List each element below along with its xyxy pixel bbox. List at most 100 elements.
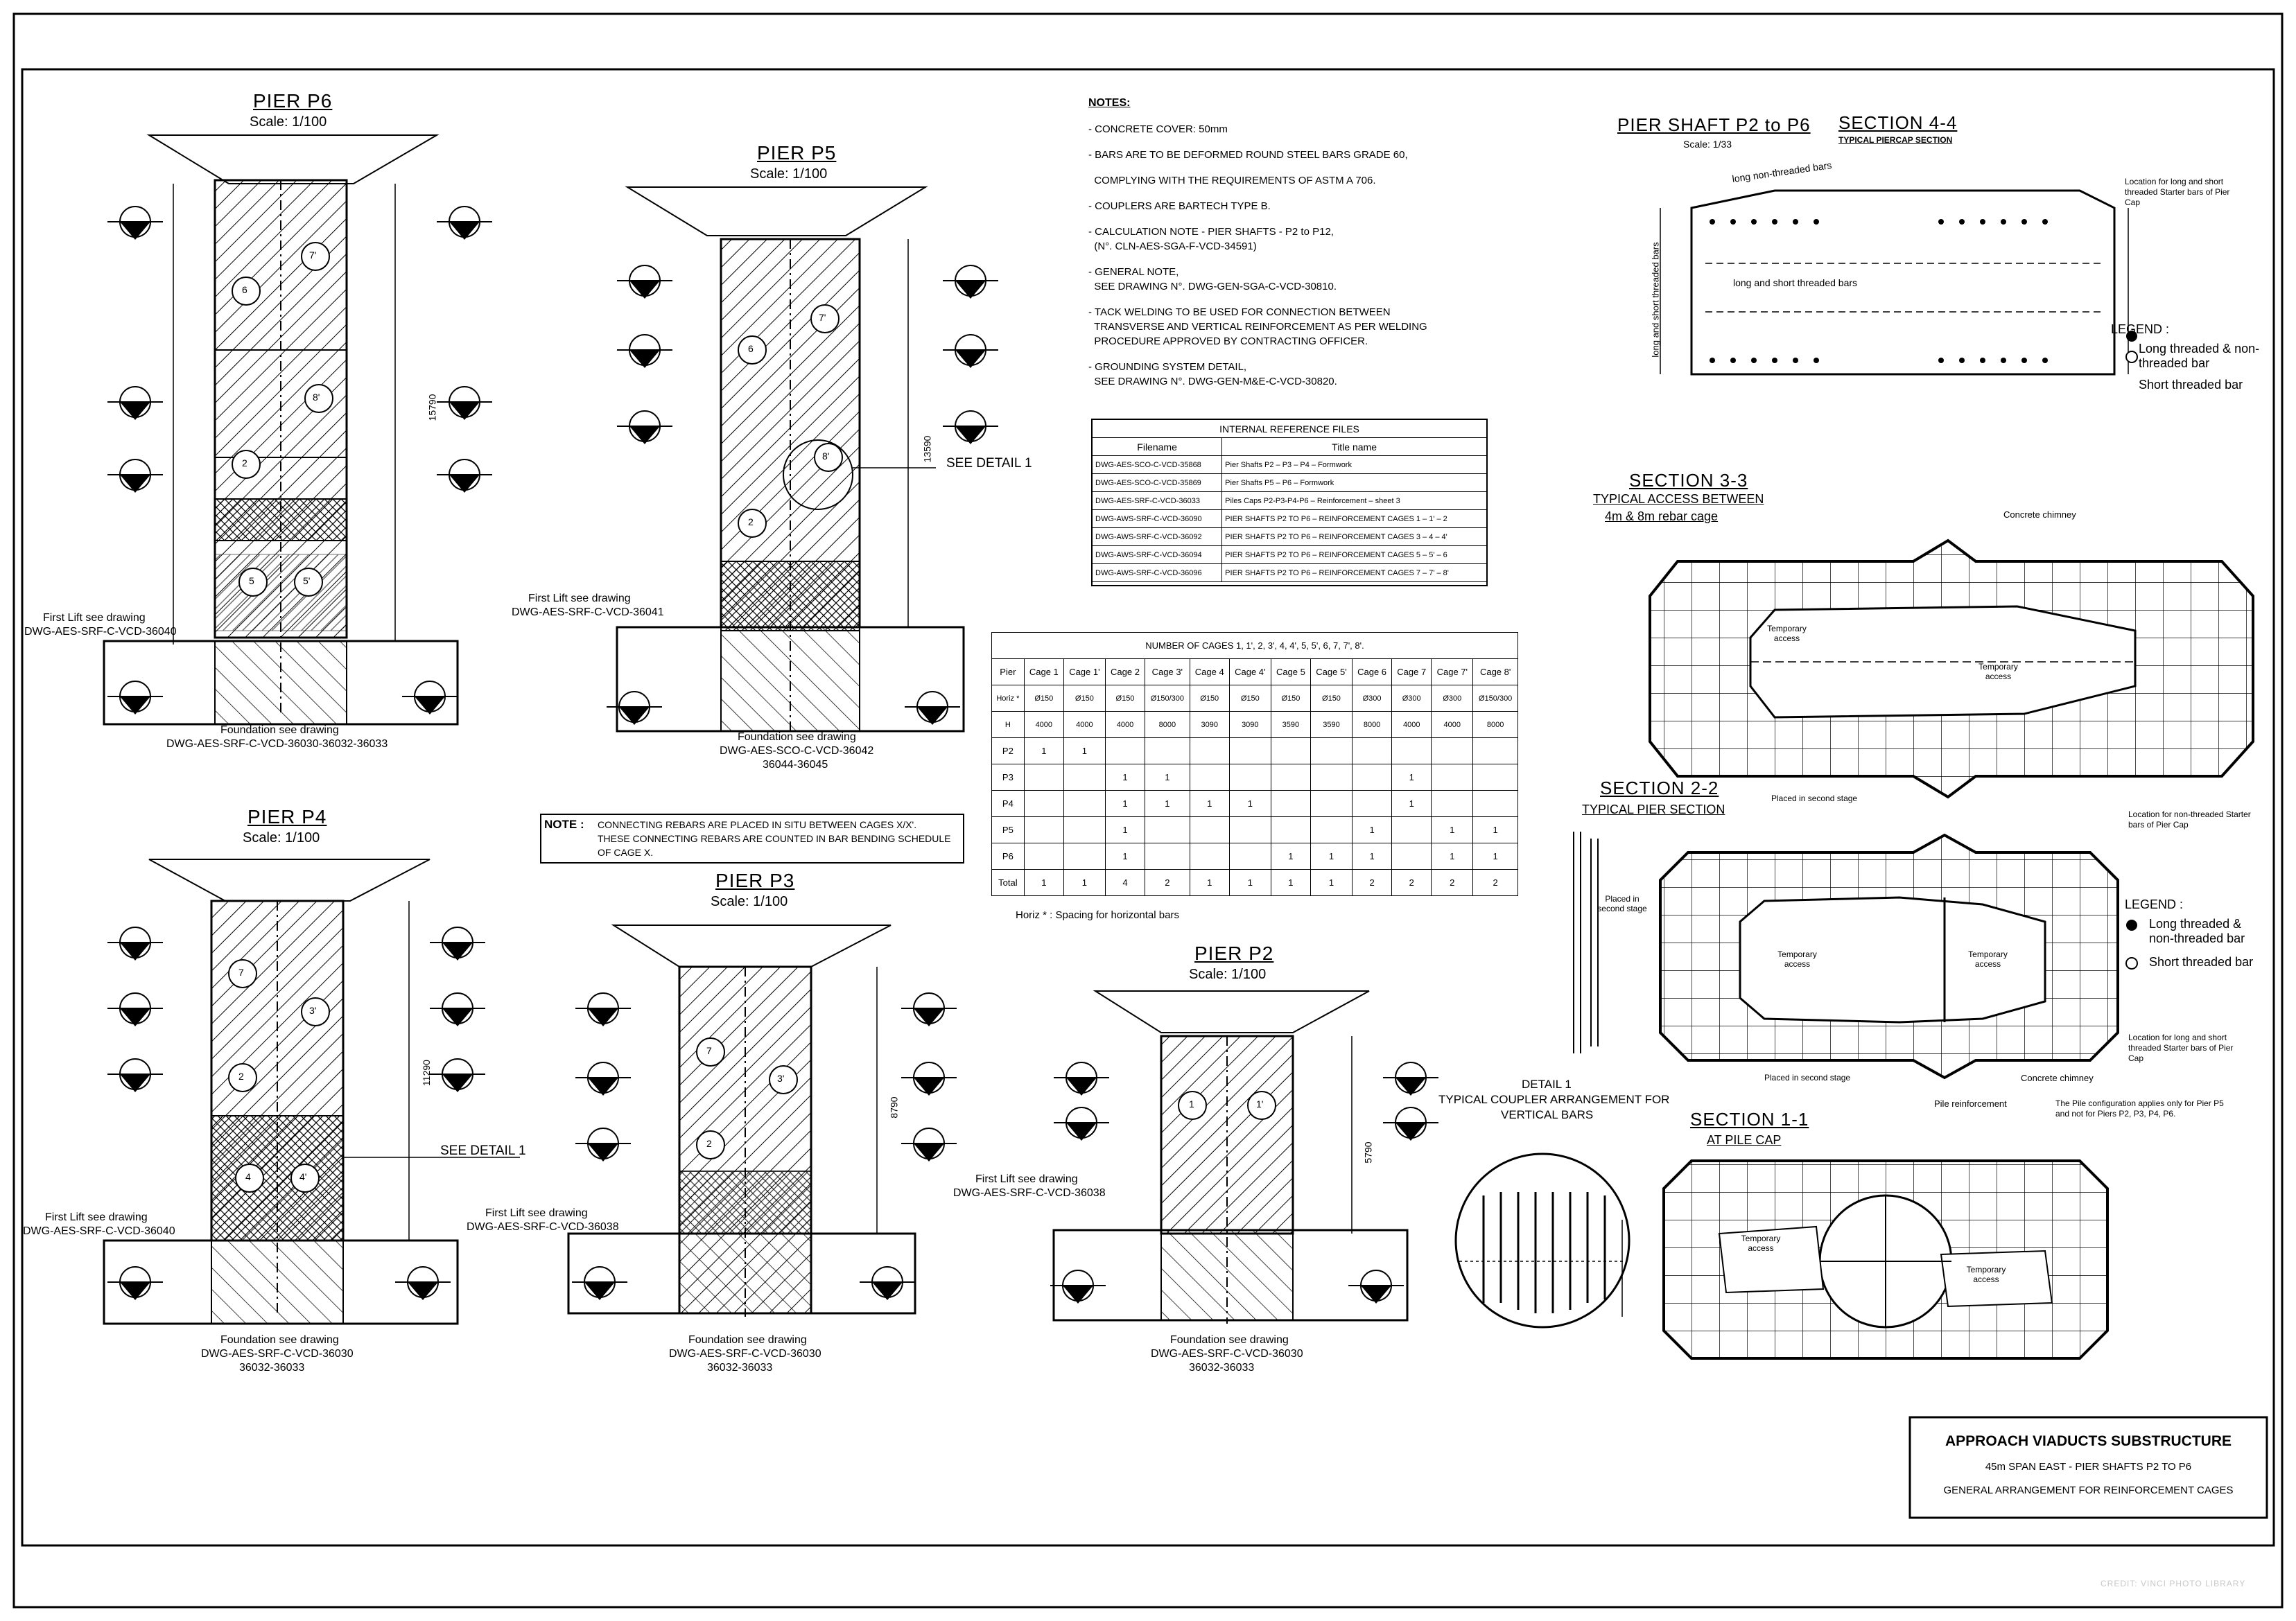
table-cell: Cage 4' xyxy=(1228,658,1271,685)
table-cell xyxy=(1472,764,1518,791)
pier-p6-foundation-ref: DWG-AES-SRF-C-VCD-36030-36032-36033 xyxy=(166,738,388,750)
table-cell: 1 xyxy=(1063,869,1106,896)
ref-col-filename: Filename xyxy=(1091,437,1223,456)
cage-table-heading: NUMBER OF CAGES 1, 1', 2, 3', 4, 4', 5, … xyxy=(991,632,1518,659)
pier-p6-first-lift-label: First Lift see drawing xyxy=(43,612,146,624)
table-cell: 1 xyxy=(1228,869,1271,896)
pier-p5-scale: Scale: 1/100 xyxy=(750,166,828,182)
pier-p3-first-lift-ref: DWG-AES-SRF-C-VCD-36038 xyxy=(467,1221,619,1233)
table-cell xyxy=(1431,764,1474,791)
section-4-4-title1: PIER SHAFT P2 to P6 xyxy=(1617,114,1811,135)
table-cell: Ø150/300 xyxy=(1145,685,1190,712)
s44-note: Location for long and short threaded Sta… xyxy=(2125,177,2230,207)
table-cell: Cage 1' xyxy=(1063,658,1106,685)
table-cell: 1 xyxy=(1431,843,1474,870)
table-cell xyxy=(1189,764,1230,791)
table-cell xyxy=(1228,816,1271,843)
table-cell xyxy=(1270,764,1311,791)
table-cell: Cage 3' xyxy=(1145,658,1190,685)
pier-p6-total-dim: 15790 xyxy=(426,394,438,421)
p3-cage-3p: 3' xyxy=(777,1073,785,1084)
table-cell: Cage 7' xyxy=(1431,658,1474,685)
note-item: PROCEDURE APPROVED BY CONTRACTING OFFICE… xyxy=(1088,335,1368,347)
table-cell xyxy=(1063,764,1106,791)
section-4-4-title2: SECTION 4-4 xyxy=(1838,112,1958,133)
section-4-4-scale: Scale: 1/33 xyxy=(1683,139,1732,150)
section-4-4-sub: TYPICAL PIERCAP SECTION xyxy=(1838,135,1953,145)
table-cell: Cage 5 xyxy=(1270,658,1311,685)
ref-title: Pier Shafts P2 – P3 – P4 – Formwork xyxy=(1221,455,1487,474)
connect-note-text: CONNECTING REBARS ARE PLACED IN SITU BET… xyxy=(598,818,951,859)
cage-table-footnote: Horiz * : Spacing for horizontal bars xyxy=(1016,909,1179,921)
table-cell: P3 xyxy=(991,764,1025,791)
table-cell xyxy=(1228,843,1271,870)
section-1-1-sub: AT PILE CAP xyxy=(1707,1133,1782,1147)
table-cell xyxy=(1228,737,1271,764)
table-cell: Total xyxy=(991,869,1025,896)
table-cell xyxy=(1310,764,1353,791)
pier-p3-scale: Scale: 1/100 xyxy=(711,894,788,909)
table-cell xyxy=(1023,843,1064,870)
section-2-2-sub: TYPICAL PIER SECTION xyxy=(1582,803,1725,816)
table-cell: Ø150 xyxy=(1023,685,1064,712)
connect-note-line: OF CAGE X. xyxy=(598,847,654,858)
ref-title: Pier Shafts P5 – P6 – Formwork xyxy=(1221,473,1487,492)
title-block-frame xyxy=(1908,1416,2268,1519)
table-cell: 1 xyxy=(1145,790,1190,817)
pier-p3-elevation xyxy=(567,925,957,1317)
table-cell: 4000 xyxy=(1104,711,1146,738)
table-cell xyxy=(1270,737,1311,764)
table-cell: Ø150 xyxy=(1310,685,1353,712)
note-item: - CALCULATION NOTE - PIER SHAFTS - P2 to… xyxy=(1088,226,1334,238)
table-cell xyxy=(1391,816,1432,843)
section-1-1-title: SECTION 1-1 xyxy=(1690,1109,1809,1130)
p3-cage-7: 7 xyxy=(706,1045,712,1056)
title-block-line1: APPROACH VIADUCTS SUBSTRUCTURE xyxy=(1945,1433,2232,1449)
table-cell: 4000 xyxy=(1023,711,1064,738)
p4-cage-2: 2 xyxy=(238,1071,244,1082)
table-cell: 2 xyxy=(1391,869,1432,896)
pier-p3-foundation-label: Foundation see drawing xyxy=(688,1334,807,1346)
table-cell: 3590 xyxy=(1270,711,1311,738)
p2-cage-1: 1 xyxy=(1189,1098,1194,1110)
p5-cage-7p: 7' xyxy=(819,312,826,323)
table-cell: 1 xyxy=(1270,843,1311,870)
table-cell: Cage 7 xyxy=(1391,658,1432,685)
table-cell xyxy=(1270,816,1311,843)
table-cell: 1 xyxy=(1228,790,1271,817)
s33-access-right: Temporary access xyxy=(1978,662,2018,681)
table-cell: Cage 8' xyxy=(1472,658,1518,685)
ref-filename: DWG-AWS-SRF-C-VCD-36096 xyxy=(1091,563,1223,582)
table-cell: P6 xyxy=(991,843,1025,870)
table-cell: 4000 xyxy=(1063,711,1106,738)
s22-note-non: Location for non-threaded Starter bars o… xyxy=(2128,809,2251,830)
p6-cage-5p: 5' xyxy=(303,575,311,586)
ref-title: Piles Caps P2-P3-P4-P6 – Reinforcement –… xyxy=(1221,491,1487,510)
table-cell xyxy=(1270,790,1311,817)
cage-count-table: NUMBER OF CAGES 1, 1', 2, 3', 4, 4', 5, … xyxy=(991,632,1518,896)
note-item: - TACK WELDING TO BE USED FOR CONNECTION… xyxy=(1088,306,1391,318)
table-cell: 1 xyxy=(1431,816,1474,843)
section-3-3-sub1: TYPICAL ACCESS BETWEEN xyxy=(1593,492,1764,506)
table-cell xyxy=(1431,790,1474,817)
note-item: - GENERAL NOTE, xyxy=(1088,266,1179,278)
table-cell xyxy=(1023,816,1064,843)
section-3-3-drawing xyxy=(1649,538,2254,799)
table-cell: 8000 xyxy=(1145,711,1190,738)
pier-p2-foundation-label: Foundation see drawing xyxy=(1170,1334,1289,1346)
table-cell: Ø150 xyxy=(1063,685,1106,712)
table-cell: 1 xyxy=(1391,764,1432,791)
table-cell xyxy=(1145,816,1190,843)
p6-cage-8p: 8' xyxy=(313,392,320,403)
legend-2-title: LEGEND : xyxy=(2125,897,2184,911)
pier-p5-elevation xyxy=(606,186,999,735)
section-2-2-title: SECTION 2-2 xyxy=(1600,778,1719,798)
table-cell: 1 xyxy=(1351,816,1393,843)
table-cell: 3090 xyxy=(1228,711,1271,738)
legend-1-title: LEGEND : xyxy=(2111,322,2170,336)
s11-note: The Pile configuration applies only for … xyxy=(2055,1098,2224,1119)
